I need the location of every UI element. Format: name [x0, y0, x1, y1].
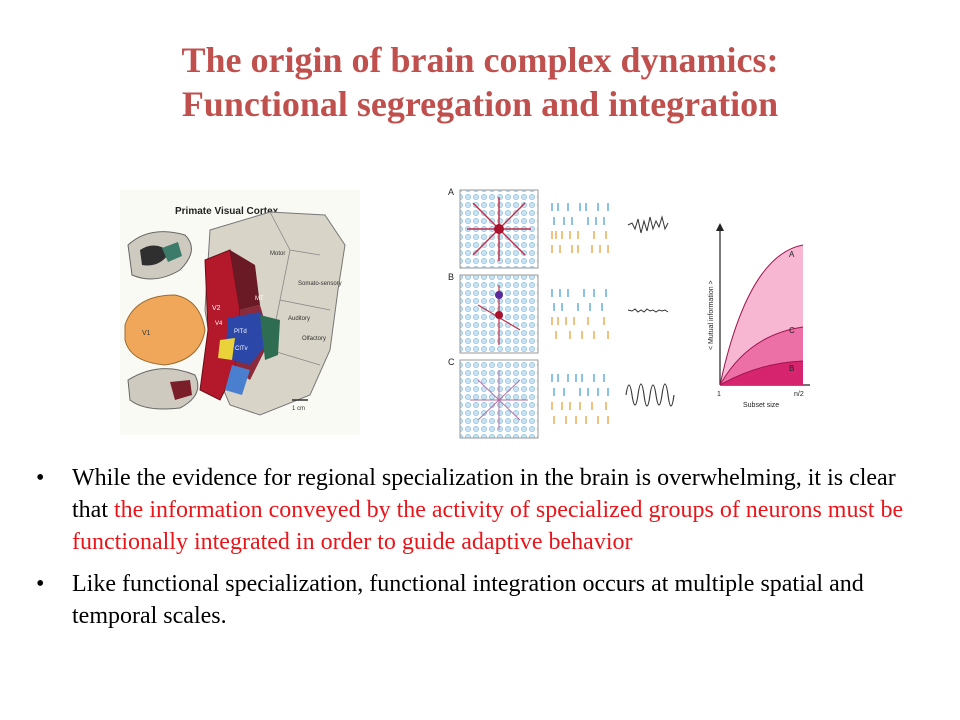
x-axis-label: Subset size [743, 402, 779, 409]
label-v4: V4 [215, 321, 223, 327]
curve-label-c: C [789, 326, 795, 335]
y-axis-label: < Mutual information > [708, 280, 715, 350]
x-tick-start: 1 [717, 391, 721, 398]
label-v1: V1 [142, 330, 151, 337]
bullet-1-text: While the evidence for regional speciali… [72, 465, 896, 523]
primate-visual-cortex-figure: Primate Visual Cortex V1 V2 V3 PITd CITv… [120, 190, 360, 435]
cortex-map-illustration: Primate Visual Cortex V1 V2 V3 PITd CITv… [120, 190, 360, 435]
label-olfactory: Olfactory [302, 336, 326, 342]
bullet-list: • While the evidence for regional specia… [36, 462, 916, 642]
bullet-item-2: • Like functional specialization, functi… [36, 568, 916, 632]
bullet-item-1: • While the evidence for regional specia… [36, 462, 916, 558]
label-auditory: Auditory [288, 316, 310, 322]
panel-label-a: A [448, 187, 454, 197]
label-somatosensory: Somato-sensory [298, 281, 342, 287]
panel-label-c: C [448, 357, 455, 367]
slide-title-line-1: The origin of brain complex dynamics: [181, 40, 779, 80]
integration-illustration: A B C [448, 187, 810, 439]
scale-bar-label: 1 cm [292, 406, 305, 412]
slide-title: The origin of brain complex dynamics: Fu… [0, 38, 960, 126]
panel-label-b: B [448, 272, 454, 282]
cortex-map-title: Primate Visual Cortex [175, 206, 279, 217]
curve-label-b: B [789, 364, 794, 373]
label-pitd: PITd [234, 329, 247, 335]
label-motor: Motor [270, 251, 285, 257]
label-v2: V2 [212, 305, 221, 312]
curve-label-a: A [789, 250, 795, 259]
bullet-dot: • [36, 571, 45, 597]
bullet-1-highlight: the information conveyed by the activity… [72, 497, 904, 555]
slide-title-line-2: Functional segregation and integration [181, 84, 779, 124]
integration-figure: A B C [448, 185, 818, 440]
x-tick-end: n/2 [794, 391, 804, 398]
bullet-2-text: Like functional specialization, function… [72, 571, 864, 629]
label-mt: MT [255, 296, 264, 302]
bullet-dot: • [36, 465, 45, 491]
label-citv: CITv [235, 346, 248, 352]
